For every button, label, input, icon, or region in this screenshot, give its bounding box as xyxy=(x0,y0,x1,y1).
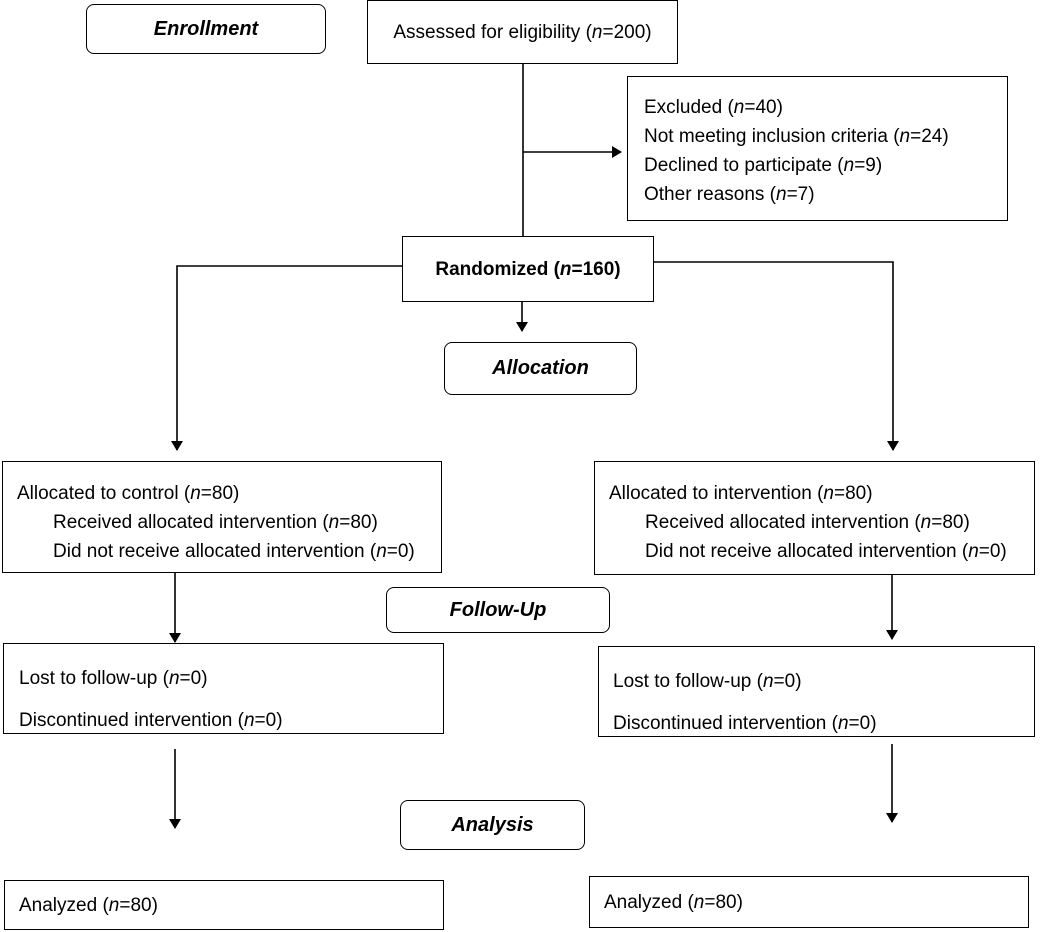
intervention-not-received: Did not receive allocated intervention (… xyxy=(645,541,1007,562)
excluded-inclusion-criteria: Not meeting inclusion criteria (n=24) xyxy=(644,126,949,147)
excluded-box: Excluded (n=40) Not meeting inclusion cr… xyxy=(627,76,1008,221)
intervention-analyzed: Analyzed (n=80) xyxy=(604,891,743,913)
stage-analysis: Analysis xyxy=(400,800,585,850)
intervention-allocation-box: Allocated to intervention (n=80) Receive… xyxy=(594,461,1035,575)
intervention-received: Received allocated intervention (n=80) xyxy=(645,512,970,533)
control-analyzed: Analyzed (n=80) xyxy=(19,894,158,916)
intervention-lost: Lost to follow-up (n=0) xyxy=(613,671,802,692)
randomized-box: Randomized (n=160) xyxy=(402,236,654,302)
intervention-allocated: Allocated to intervention (n=80) xyxy=(609,483,873,504)
stage-followup: Follow-Up xyxy=(386,587,610,633)
excluded-declined: Declined to participate (n=9) xyxy=(644,155,883,176)
excluded-total: Excluded (n=40) xyxy=(644,97,783,118)
arrow-to-control xyxy=(171,265,403,451)
control-allocation-box: Allocated to control (n=80) Received all… xyxy=(2,461,442,573)
assessed-box: Assessed for eligibility (n=200) xyxy=(367,0,678,64)
intervention-discontinued: Discontinued intervention (n=0) xyxy=(613,713,877,734)
control-lost: Lost to follow-up (n=0) xyxy=(19,668,208,689)
control-received: Received allocated intervention (n=80) xyxy=(53,512,378,533)
stage-allocation: Allocation xyxy=(444,342,637,395)
control-discontinued: Discontinued intervention (n=0) xyxy=(19,710,283,731)
excluded-other: Other reasons (n=7) xyxy=(644,184,815,205)
stage-enrollment: Enrollment xyxy=(86,4,326,54)
control-analyzed-box: Analyzed (n=80) xyxy=(4,880,444,930)
randomized-text: Randomized (n=160) xyxy=(435,258,621,280)
assessed-text: Assessed for eligibility (n=200) xyxy=(393,21,652,43)
control-not-received: Did not receive allocated intervention (… xyxy=(53,541,415,562)
arrow-to-intervention xyxy=(653,261,899,451)
intervention-analyzed-box: Analyzed (n=80) xyxy=(589,876,1029,928)
control-followup-box: Lost to follow-up (n=0) Discontinued int… xyxy=(3,643,444,734)
control-allocated: Allocated to control (n=80) xyxy=(17,483,240,504)
intervention-followup-box: Lost to follow-up (n=0) Discontinued int… xyxy=(598,646,1035,737)
